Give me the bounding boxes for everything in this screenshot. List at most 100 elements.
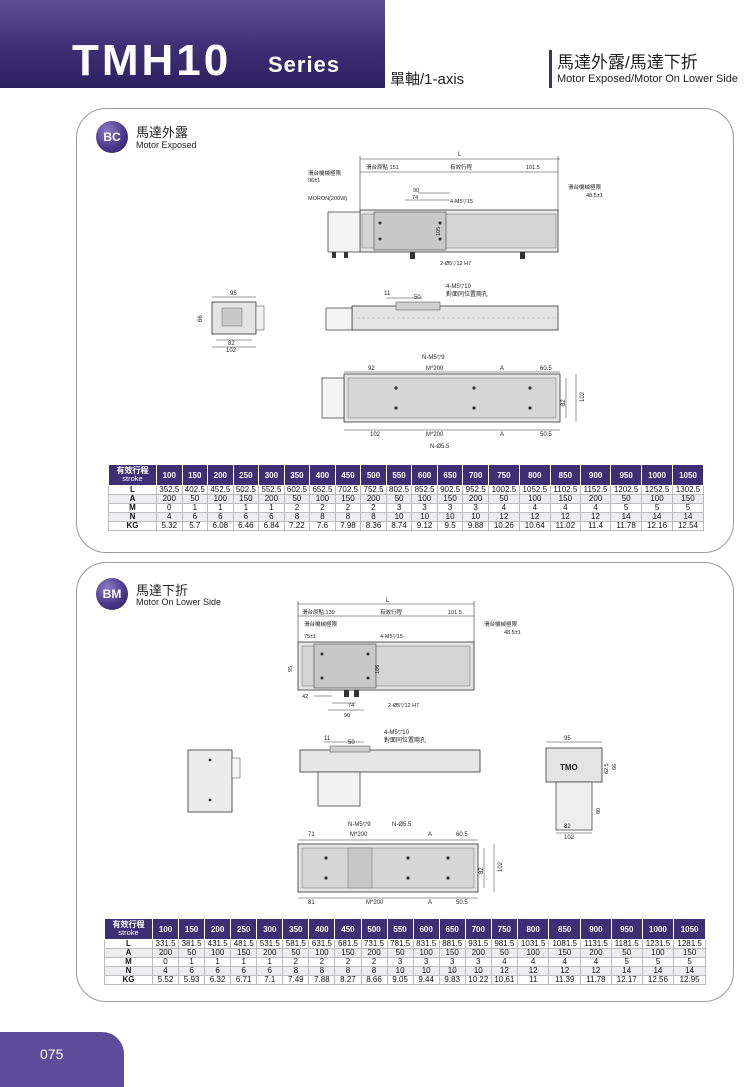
dim-60-5: 60.5 [540,366,552,372]
stroke-col: 650 [436,464,464,486]
table-cell: 9.12 [411,521,438,531]
category-title-en: Motor Exposed/Motor On Lower Side [557,73,738,85]
table-cell: 8.74 [385,521,413,531]
table-cell: 7.1 [256,975,284,985]
stroke-col: 100 [151,918,180,940]
bm-end-motor [555,781,593,831]
table-cell: 10.22 [464,975,492,985]
dim-82: 82 [564,824,571,830]
axis-label: 單軸/1-axis [390,71,465,88]
dim-11: 11 [324,736,331,742]
stroke-col: 350 [283,464,311,486]
dim-62-5: 62.5 [604,763,610,774]
pin-hole: 2-Ø5▽12 H7 [388,703,419,709]
stroke-col: 400 [309,464,336,486]
dim-101-5: 101.5 [526,165,540,171]
table-cell: 9.88 [462,521,489,531]
drawing-bc-bottom-view: N-M5▽9 92 M*200 A 60.5 82 102 102 M*200 … [321,355,586,450]
table-cell: 11 [516,975,550,985]
bm-slide-block [313,643,377,689]
limit-left-value: 75±1 [304,634,316,640]
stroke-col: 600 [412,918,440,940]
dim-A-bottom: A [500,432,504,438]
stroke-col: 150 [178,918,206,940]
stroke-col: 1000 [641,464,673,486]
table-cell: 9.05 [386,975,414,985]
dim-90: 90 [344,713,350,719]
bm-lower-motor [317,771,361,807]
table-cell: 9.44 [412,975,440,985]
stroke-col: 850 [549,464,581,486]
stroke-col: 600 [411,464,438,486]
bc-motor [327,211,361,253]
stroke-col: 450 [334,918,362,940]
side-hole-m5: 4-M5▽10 [446,284,472,290]
dim-L: L [386,598,390,604]
section-badge-bm: BM [96,578,128,610]
table-cell: 6.84 [258,521,285,531]
row-label: KG [104,975,153,985]
table-cell: 12.17 [610,975,643,985]
dim-50-5: 50.5 [456,900,468,906]
dim-66: 66 [612,764,618,770]
dim-102: 102 [226,348,237,354]
table-cell: 12.54 [672,521,704,531]
side-hole-note: 對面同位置兩孔 [384,736,426,744]
dim-74: 74 [348,703,354,709]
stroke-col: 750 [490,918,518,940]
table-cell: 9.83 [438,975,466,985]
drawing-bc-end-view: 95 66 82 102 [198,291,265,354]
dim-90: 90 [413,188,419,194]
dim-stroke: 有效行程 [450,163,473,171]
page-number: 075 [40,1046,64,1062]
drawing-bm-end-view-right: TMO 95 62.5 66 80 82 102 [545,736,618,841]
table-cell: 12.95 [673,975,706,985]
bottom-m5-label: N-M5▽9 [422,355,445,361]
series-label: Series [268,52,341,77]
table-cell: 8.66 [360,975,388,985]
stroke-col: 900 [580,918,612,940]
stroke-col: 200 [204,918,232,940]
pin-hole: 2-Ø5▽12 H7 [440,261,471,267]
limit-left: 滑台機械極限 [308,169,342,177]
table-cell: 11.02 [549,521,581,531]
table-cell: 12.56 [641,975,675,985]
limit-right: 滑台機械極限 [568,183,602,191]
page-tab [0,1032,124,1087]
dim-11: 11 [384,291,391,297]
section-title-en: Motor On Lower Side [136,597,222,607]
dim-A: A [428,832,432,838]
stroke-col: 950 [610,918,643,940]
drawing-bm-end-view-left [187,749,241,813]
table-cell: 12.16 [641,521,673,531]
stroke-col: 300 [258,464,285,486]
dim-home: 滑台原點 130 [302,608,335,616]
bm-side-body [299,749,481,773]
table-cell: 6.32 [204,975,232,985]
dim-105: 105 [436,227,442,236]
dim-m200-bottom: M*200 [366,900,384,906]
dim-60-5: 60.5 [456,832,468,838]
dim-42: 42 [302,694,308,700]
stroke-col: 1050 [673,918,706,940]
dim-101-5: 101.5 [448,610,462,616]
stroke-col: 550 [385,464,413,486]
table-cell: 7.98 [334,521,362,531]
dim-50: 50 [414,295,421,301]
table-cell: 5.93 [178,975,206,985]
dim-m200: M*200 [350,832,368,838]
table-cell: 8.27 [334,975,362,985]
drawing-bc-side-view: 11 50 4-M5▽10 對面同位置兩孔 [325,284,559,331]
table-cell: 8.36 [360,521,387,531]
table-cell: 7.6 [309,521,336,531]
stroke-col: 550 [386,918,414,940]
stroke-col: 800 [516,918,550,940]
stroke-col: 650 [438,918,466,940]
stroke-col: 300 [256,918,284,940]
